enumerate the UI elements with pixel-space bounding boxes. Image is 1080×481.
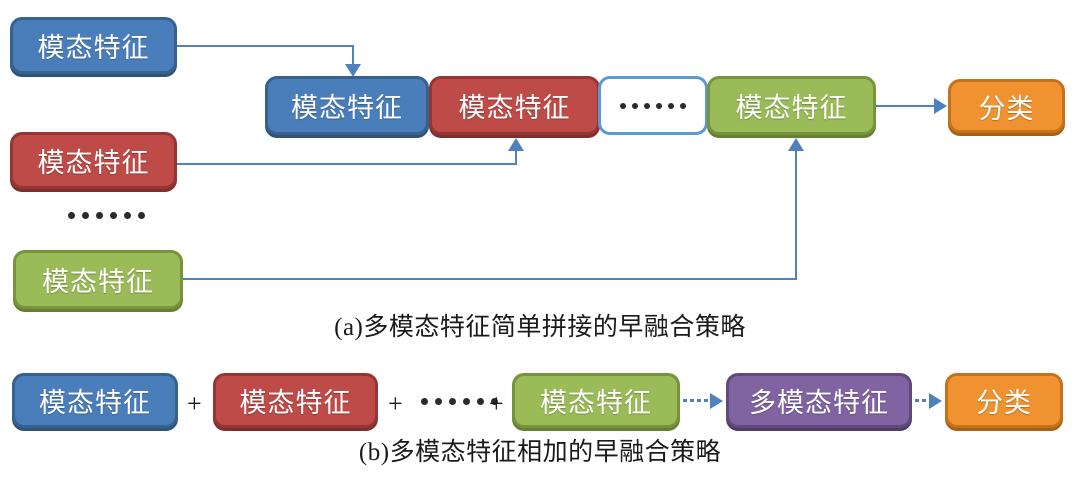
panel-b-fused-label: 多模态特征: [749, 388, 889, 418]
panel-a-concat-label-1: 模态特征: [291, 93, 403, 123]
panel-a-source-box-2: 模态特征: [10, 132, 177, 189]
panel-b-fused-box: 多模态特征: [726, 373, 912, 428]
panel-b-plus-2: +: [388, 389, 403, 418]
panel-a-concat-ellipsis-box: [598, 76, 708, 135]
panel-b-output-label: 分类: [976, 388, 1032, 418]
panel-a-connector-2-v: [515, 150, 517, 165]
panel-b-addend-label-3: 模态特征: [540, 388, 652, 418]
panel-a-output-box: 分类: [948, 79, 1065, 133]
panel-b-caption: (b)多模态特征相加的早融合策略: [358, 439, 722, 466]
panel-b-output-arrowhead: [929, 393, 942, 409]
panel-b-addend-label-1: 模态特征: [39, 388, 151, 418]
panel-a-concat-box-3: 模态特征: [707, 76, 876, 135]
panel-b-fuse-connector: [683, 399, 712, 402]
panel-a-connector-2-h: [177, 163, 517, 165]
panel-b-plus-3: +: [489, 389, 504, 418]
panel-a-output-arrowhead: [934, 98, 947, 114]
panel-b-addend-ellipsis: [421, 398, 498, 405]
panel-a-source-label-1: 模态特征: [37, 33, 150, 63]
panel-a-concat-ellipsis-dots: [620, 102, 686, 109]
panel-b-fuse-arrowhead: [710, 393, 723, 409]
panel-a-source-ellipsis: [68, 212, 145, 219]
panel-a-connector-3-h: [183, 278, 797, 280]
panel-a-connector-2-arrowhead: [508, 138, 524, 151]
panel-a-source-label-2: 模态特征: [37, 148, 150, 178]
panel-b-output-box: 分类: [945, 373, 1063, 428]
panel-a-output-connector: [876, 105, 938, 107]
panel-a-connector-3-arrowhead: [788, 138, 804, 151]
panel-b-addend-box-1: 模态特征: [12, 373, 178, 428]
panel-b-addend-box-3: 模态特征: [512, 373, 680, 428]
panel-a-concat-box-2: 模态特征: [429, 76, 600, 135]
panel-a-caption: (a)多模态特征简单拼接的早融合策略: [334, 314, 746, 341]
panel-a-source-label-3: 模态特征: [42, 267, 154, 297]
panel-a-connector-1-v: [352, 45, 354, 66]
panel-a-output-label: 分类: [978, 93, 1035, 124]
panel-a-concat-label-3: 模态特征: [735, 93, 848, 123]
panel-b-addend-label-2: 模态特征: [239, 388, 352, 418]
panel-a-concat-box-1: 模态特征: [265, 76, 429, 135]
panel-b-plus-1: +: [187, 389, 202, 418]
panel-b-output-connector: [915, 399, 931, 402]
panel-b-addend-box-2: 模态特征: [213, 373, 378, 428]
panel-a-source-box-1: 模态特征: [10, 17, 177, 74]
panel-a-connector-3-v: [795, 150, 797, 280]
panel-a-source-box-3: 模态特征: [13, 250, 183, 309]
panel-a-concat-label-2: 模态特征: [458, 93, 571, 123]
panel-a-connector-1-arrowhead: [345, 64, 361, 77]
panel-a-connector-1-h: [177, 45, 354, 47]
